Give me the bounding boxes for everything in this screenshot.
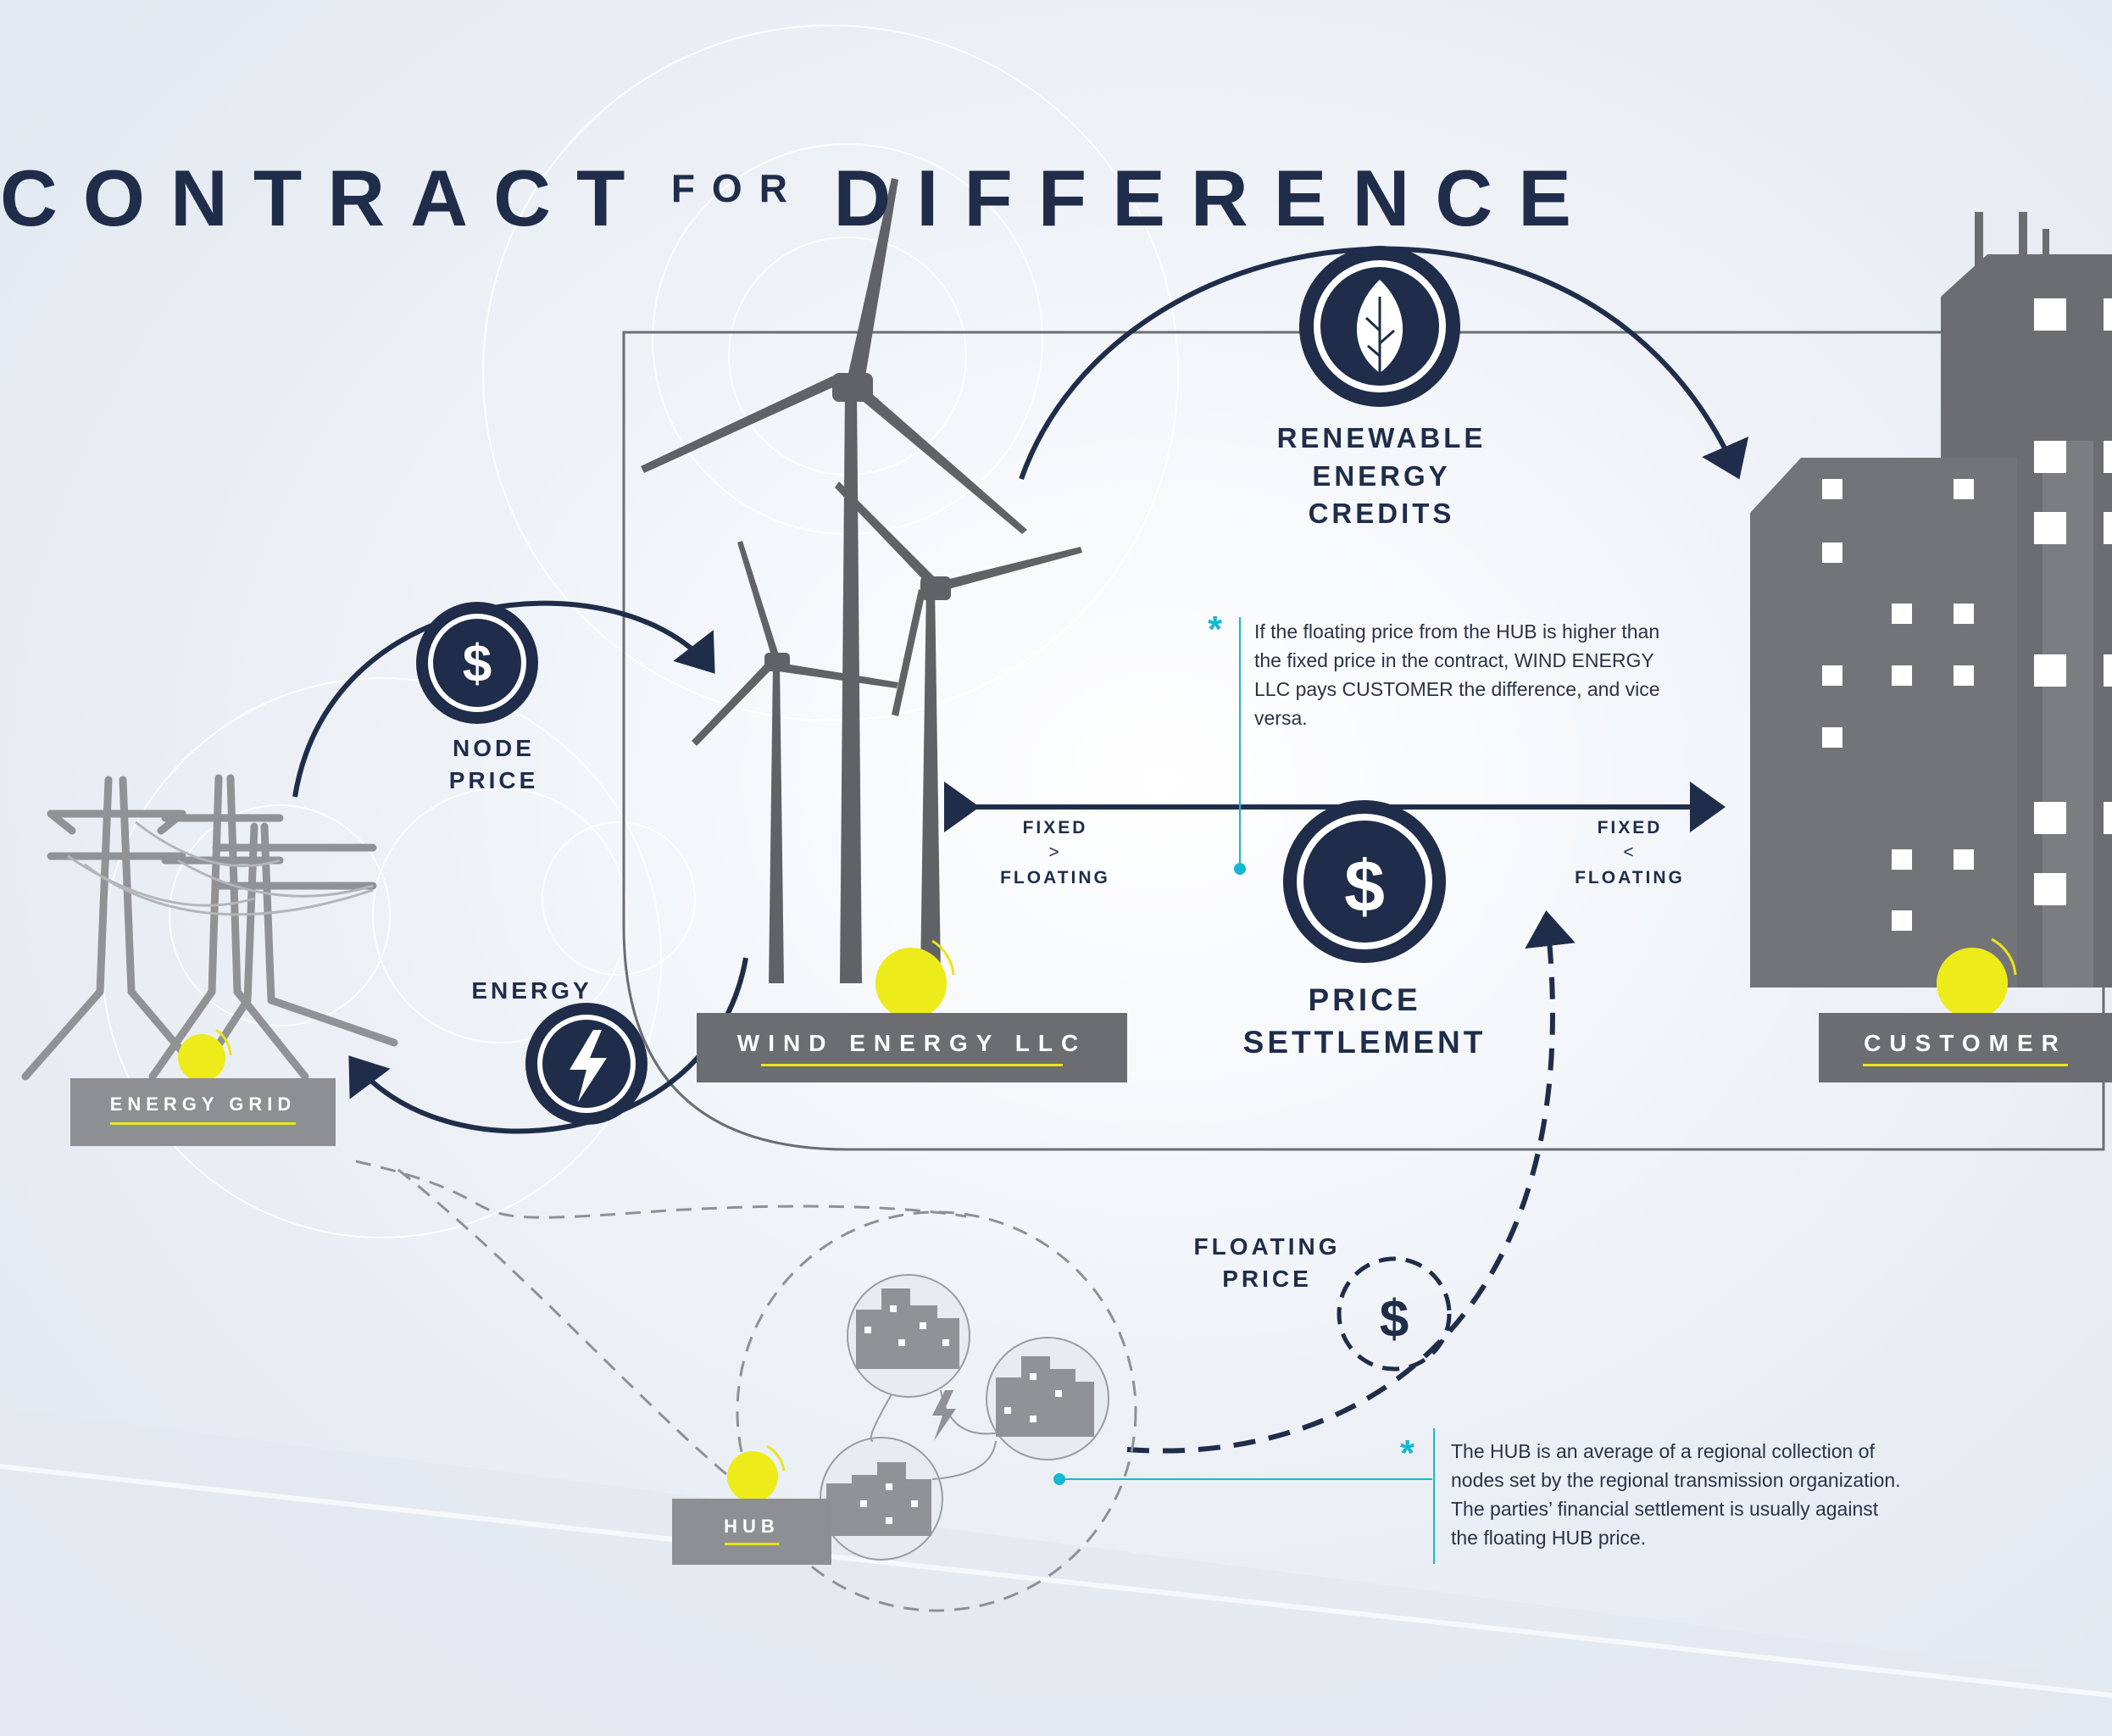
hub-underline bbox=[725, 1543, 779, 1545]
hub-note: The HUB is an average of a regional coll… bbox=[1451, 1440, 1901, 1549]
hub-connectors bbox=[355, 1160, 1137, 1612]
settlement-note: If the floating price from the HUB is hi… bbox=[1254, 620, 1660, 729]
power-lines bbox=[67, 821, 374, 916]
wind-turbines-icon bbox=[641, 178, 1082, 983]
hub-bolt-icon bbox=[932, 1390, 956, 1441]
contract-frame bbox=[622, 331, 2105, 1151]
hub-tag: HUB bbox=[672, 1499, 831, 1565]
wind-energy-tag: WIND ENERGY LLC bbox=[697, 1013, 1127, 1082]
energy-bolt-badge-icon bbox=[525, 1003, 647, 1125]
note-leaders bbox=[1053, 617, 1435, 1564]
hub-note-asterisk: * bbox=[1400, 1433, 1415, 1474]
title-word-difference: DIFFERENCE bbox=[833, 153, 1597, 242]
power-pylons-icon bbox=[21, 774, 398, 1081]
title-word-contract: CONTRACT bbox=[0, 153, 651, 242]
price-settlement-label: PRICE SETTLEMENT bbox=[1242, 982, 1487, 1060]
rec-label: RENEWABLE ENERGY CREDITS bbox=[1276, 422, 1487, 530]
floating-dollar-glyph: $ bbox=[1379, 1290, 1409, 1349]
energy-grid-underline bbox=[109, 1122, 297, 1125]
leaf-badge-icon bbox=[1299, 246, 1460, 407]
hub-cluster-icon bbox=[820, 1274, 1109, 1561]
floating-dollar-badge-icon bbox=[1337, 1256, 1452, 1372]
settlement-dollar-badge-icon bbox=[1283, 800, 1446, 963]
settlement-note-asterisk: * bbox=[1208, 609, 1223, 650]
energy-grid-tag: ENERGY GRID bbox=[70, 1078, 336, 1146]
node-price-label: NODE PRICE bbox=[448, 735, 539, 793]
node-dollar-badge-icon bbox=[416, 602, 538, 724]
decorative-circles bbox=[101, 25, 1179, 1238]
settlement-dollar-glyph: $ bbox=[1344, 846, 1385, 927]
wind-energy-underline bbox=[761, 1064, 1063, 1066]
customer-tag: CUSTOMER bbox=[1819, 1013, 2112, 1082]
fixed-lt-floating-label: FIXED < FLOATING bbox=[1575, 818, 1685, 887]
status-dots bbox=[178, 938, 2017, 1502]
title-word-for: FOR bbox=[670, 166, 804, 210]
energy-label: ENERGY bbox=[471, 977, 592, 1004]
customer-building-icon bbox=[1750, 212, 2112, 988]
customer-underline bbox=[1862, 1064, 2069, 1066]
page-title: CONTRACT FOR DIFFERENCE bbox=[0, 153, 1597, 244]
node-dollar-glyph: $ bbox=[462, 635, 492, 693]
floating-price-label: FLOATING PRICE bbox=[1193, 1233, 1341, 1292]
fixed-gt-floating-label: FIXED > FLOATING bbox=[1000, 818, 1110, 887]
